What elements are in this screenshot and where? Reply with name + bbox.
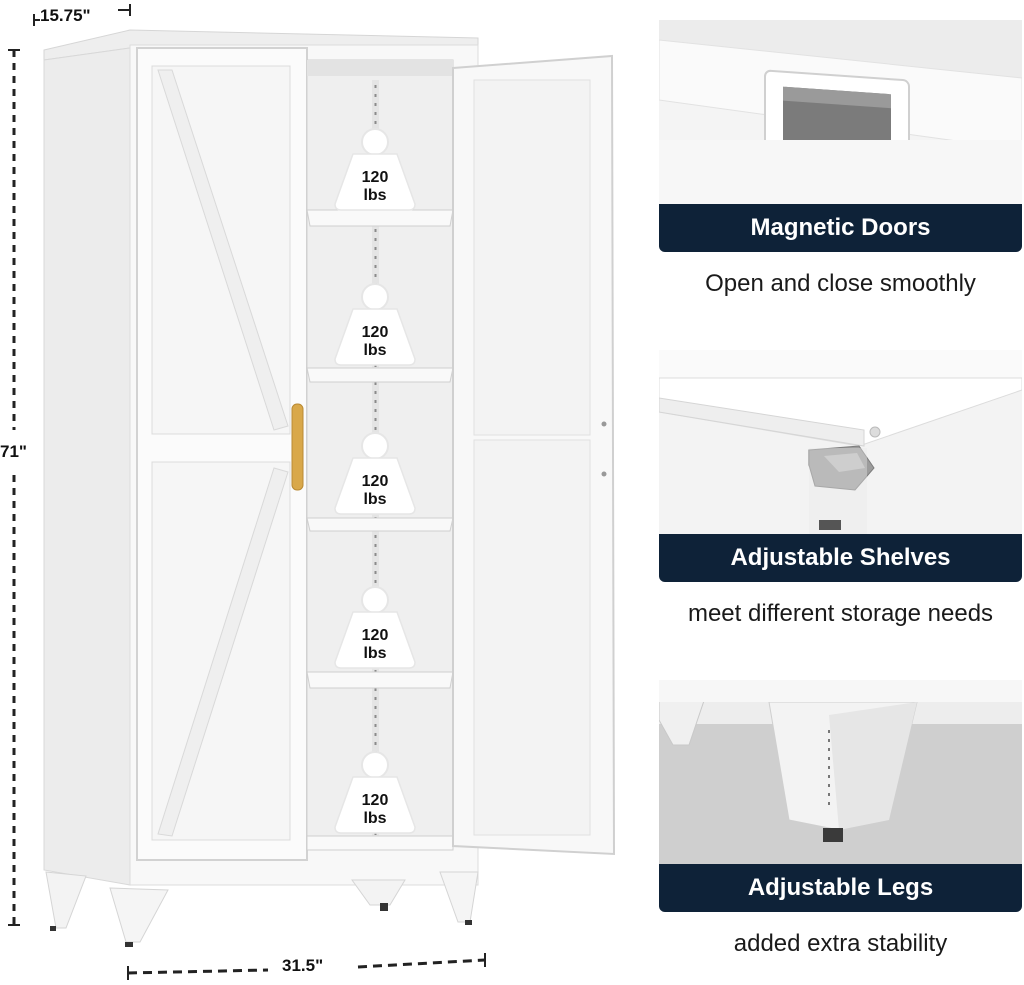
depth-dimension-line [33, 4, 131, 26]
height-dimension-label: 71" [0, 442, 27, 461]
feature-title-adjustable-shelves: Adjustable Shelves [659, 534, 1022, 582]
feature-caption-adjustable-legs: added extra stability [733, 930, 948, 957]
leg-leveler-photo [659, 680, 1022, 885]
feature-title-adjustable-legs: Adjustable Legs [659, 864, 1022, 912]
weight-value: 120 [362, 792, 389, 809]
weight-ring-icon [361, 586, 389, 614]
weight-icon [334, 308, 416, 366]
weight-value: 120 [362, 627, 389, 644]
shelves [306, 209, 454, 851]
depth-dimension-label: 15.75" [40, 6, 91, 25]
weight-unit: lbs [363, 810, 386, 827]
weight-value: 120 [362, 473, 389, 490]
door-handle [291, 403, 304, 491]
width-dimension-label: 31.5" [282, 956, 324, 975]
weight-ring-icon [361, 128, 389, 156]
feature-caption-adjustable-shelves: meet different storage needs [687, 600, 994, 627]
weight-value: 120 [362, 324, 389, 341]
weight-icon [334, 611, 416, 669]
weight-unit: lbs [363, 491, 386, 508]
magnet-latch-photo [659, 20, 1022, 225]
weight-icon [334, 457, 416, 515]
weight-value: 120 [362, 169, 389, 186]
weight-icon [334, 153, 416, 211]
weight-ring-icon [361, 432, 389, 460]
weight-unit: lbs [363, 187, 386, 204]
weight-ring-icon [361, 283, 389, 311]
weight-unit: lbs [363, 645, 386, 662]
weight-unit: lbs [363, 342, 386, 359]
feature-caption-magnetic-doors: Open and close smoothly [705, 270, 976, 297]
width-dimension-line [127, 958, 486, 975]
weight-ring-icon [361, 751, 389, 779]
weight-icon [334, 776, 416, 834]
feature-title-magnetic-doors: Magnetic Doors [659, 204, 1022, 252]
shelf-clip-photo [659, 350, 1022, 555]
